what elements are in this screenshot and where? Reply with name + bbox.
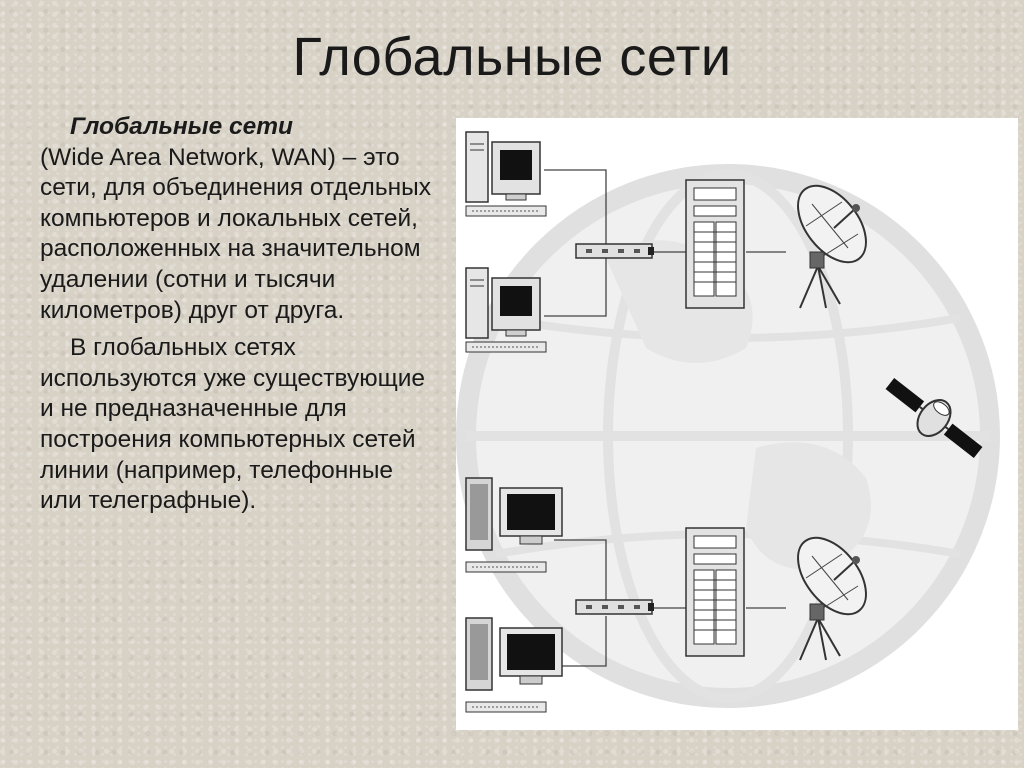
slide-title: Глобальные сети: [292, 27, 732, 87]
top-network-links: [544, 169, 786, 317]
satellite-icon: [885, 378, 983, 458]
server-icon: [685, 179, 745, 309]
paragraph-lines: В глобальных сетях используются уже суще…: [40, 334, 426, 515]
paragraph-definition: Глобальные сети (Wide Area Network, WAN) …: [40, 112, 440, 326]
bottom-network-links: [554, 539, 786, 667]
wan-diagram: [456, 118, 1018, 730]
computer-icon: [465, 477, 563, 573]
computer-icon: [465, 617, 563, 713]
server-icon: [685, 527, 745, 657]
hub-icon: [575, 243, 655, 259]
definition-text: (Wide Area Network, WAN) – это сети, для…: [40, 143, 431, 324]
globe-icon: [456, 164, 1000, 708]
computer-icon: [465, 131, 547, 217]
slide-body: Глобальные сети (Wide Area Network, WAN) …: [40, 112, 440, 524]
term-highlight: Глобальные сети: [70, 113, 294, 140]
wan-diagram-svg: [456, 131, 1000, 713]
hub-icon: [575, 599, 655, 615]
